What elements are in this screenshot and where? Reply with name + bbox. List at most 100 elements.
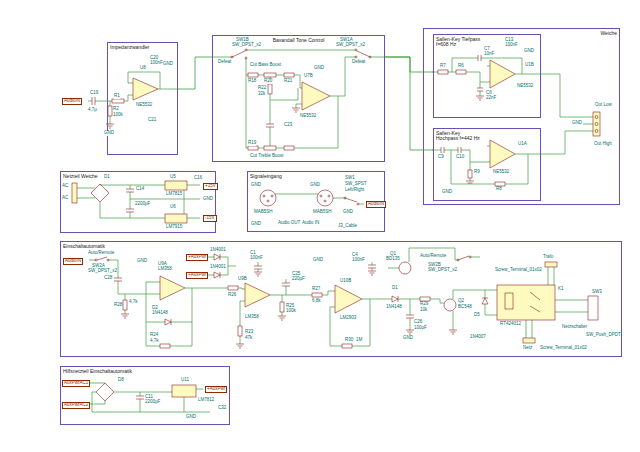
- part-label: AC: [62, 196, 68, 201]
- part-label: LM358: [158, 267, 172, 272]
- power-supply-circuit: [91, 184, 134, 212]
- sheet-title: Impedanzwandler: [108, 43, 177, 52]
- part-label: C6: [486, 91, 492, 96]
- part-label: R29: [420, 302, 428, 307]
- part-label: D1: [104, 175, 110, 180]
- auto-power-circuit: [160, 344, 170, 348]
- sheet-title: Hilfsnetzteil Einschaltautomatik: [61, 367, 229, 376]
- auto-power-circuit: [335, 285, 362, 313]
- crossover-circuit: [593, 112, 600, 136]
- tone-control-circuit: [248, 73, 258, 77]
- part-label: Cut Treble Boost: [250, 154, 284, 159]
- part-label: GND: [313, 258, 323, 263]
- aux-supply-circuit: [172, 385, 196, 397]
- tone-control-circuit: [231, 56, 233, 58]
- tone-control-circuit: [355, 49, 357, 51]
- part-label: GND: [524, 49, 534, 54]
- part-label: R30: [345, 338, 353, 343]
- part-label: Auto/Remote: [420, 254, 446, 259]
- part-label: D5: [474, 313, 480, 318]
- part-label: Q2: [458, 299, 464, 304]
- signal-input-circuit: [267, 200, 269, 202]
- part-label: Left/Right: [345, 188, 364, 193]
- part-label: 32k: [258, 92, 265, 97]
- auto-power-circuit: [123, 300, 127, 310]
- part-label: Out Low: [595, 103, 612, 108]
- part-label: R1: [114, 94, 120, 99]
- part-label: GND: [314, 66, 324, 71]
- part-label: MAB5SH: [313, 210, 332, 215]
- signal-flag: AudioIN: [63, 258, 83, 265]
- auto-power-circuit: [95, 259, 97, 261]
- impedance-converter-circuit: [92, 97, 114, 128]
- tone-control-circuit: [355, 56, 357, 58]
- tone-control-circuit: [212, 49, 385, 150]
- sheet-title: Signaleingang: [248, 172, 384, 181]
- part-label: SW_DPST_x2: [428, 268, 457, 273]
- auto-power-circuit: [245, 283, 270, 307]
- part-label: Defeat: [218, 60, 231, 65]
- signal-flag: AudioIN: [366, 201, 386, 208]
- part-label: U9B: [238, 277, 247, 282]
- part-label: C19: [90, 91, 98, 96]
- sheet-title: Einschaltautomatik: [61, 242, 621, 251]
- part-label: 1N4148: [152, 311, 168, 316]
- part-label: Q1: [390, 252, 396, 257]
- crossover-circuit: [595, 130, 598, 133]
- part-label: GND: [442, 190, 452, 195]
- auto-power-circuit: [107, 259, 109, 261]
- auto-power-circuit: [160, 276, 185, 300]
- part-label: R9: [474, 170, 480, 175]
- part-label: GND: [251, 222, 261, 227]
- crossover-circuit: [468, 170, 472, 178]
- part-label: AC: [62, 184, 68, 189]
- part-label: U1A: [518, 142, 527, 147]
- part-label: NE5532: [517, 84, 533, 89]
- part-label: RT424012: [500, 322, 521, 327]
- signal-flag: AudioIN: [62, 98, 82, 105]
- part-label: U11: [181, 378, 189, 383]
- tone-control-circuit: [284, 146, 294, 150]
- auto-power-circuit: [121, 271, 457, 348]
- part-label: C21: [148, 118, 156, 123]
- part-label: SW1A: [340, 38, 353, 43]
- crossover-circuit: [432, 124, 593, 184]
- part-label: R2: [113, 107, 119, 112]
- part-label: J3_Cable: [338, 224, 357, 229]
- tone-control-circuit: [248, 146, 258, 150]
- part-label: 6,8k: [312, 299, 321, 304]
- part-label: NE5532: [493, 170, 509, 175]
- part-label: GND: [186, 415, 196, 420]
- tone-control-circuit: [245, 57, 247, 59]
- part-label: GND: [572, 121, 582, 126]
- auto-power-circuit: [89, 248, 588, 346]
- impedance-converter-circuit: [108, 106, 112, 116]
- part-label: SW_Push_DPDT: [586, 333, 621, 338]
- part-label: 100k: [113, 113, 123, 118]
- signal-wire: [385, 57, 433, 72]
- power-supply-circuit: [165, 214, 187, 223]
- part-label: Defeat: [352, 60, 365, 65]
- auto-power-circuit: [89, 248, 598, 348]
- tone-control-circuit: [268, 84, 272, 94]
- part-label: C7: [484, 47, 490, 52]
- part-label: BD135: [386, 257, 400, 262]
- part-label: 47k: [245, 336, 252, 341]
- part-label: GND: [104, 131, 114, 136]
- part-label: U7B: [304, 74, 313, 79]
- part-label: 100nF: [352, 258, 365, 263]
- tone-control-circuit: [232, 51, 370, 127]
- crossover-circuit: [595, 116, 598, 119]
- part-label: U9A: [158, 262, 167, 267]
- part-label: R8: [496, 187, 502, 192]
- crossover-circuit: [438, 70, 448, 74]
- signal-input-circuit: [260, 190, 276, 206]
- crossover-circuit: [441, 147, 474, 183]
- auto-power-circuit: [342, 344, 352, 348]
- impedance-converter-circuit: [88, 72, 178, 124]
- part-label: K1: [558, 287, 564, 292]
- part-label: 100nF: [250, 256, 263, 261]
- part-label: 1M: [356, 338, 362, 343]
- tone-control-circuit: [212, 50, 385, 148]
